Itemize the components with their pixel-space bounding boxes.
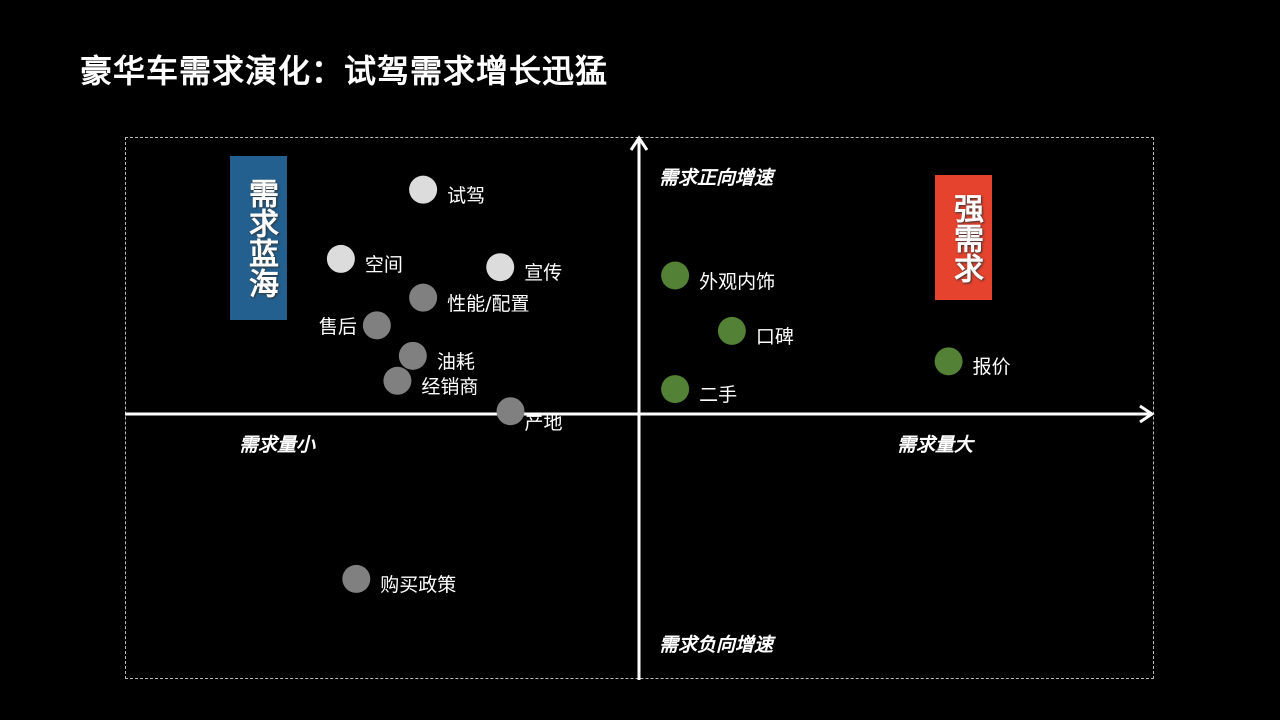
data-point-label: 试驾 bbox=[447, 184, 486, 207]
data-point bbox=[661, 261, 690, 290]
x-axis-label-right: 需求量大 bbox=[897, 434, 974, 456]
data-point-label: 性能/配置 bbox=[447, 292, 530, 315]
data-point-label: 油耗 bbox=[436, 350, 475, 373]
y-axis-label-top: 需求正向增速 bbox=[659, 167, 774, 189]
data-point-label: 产地 bbox=[524, 412, 563, 435]
data-point bbox=[486, 253, 515, 282]
data-point bbox=[934, 347, 963, 376]
data-point-label: 空间 bbox=[364, 253, 403, 276]
data-point bbox=[326, 244, 355, 273]
data-point bbox=[409, 283, 438, 312]
data-point bbox=[362, 311, 391, 340]
data-point bbox=[342, 564, 371, 593]
data-point bbox=[661, 375, 690, 404]
data-point-label: 宣传 bbox=[524, 262, 563, 285]
data-point-label: 口碑 bbox=[755, 325, 794, 348]
data-point-label: 报价 bbox=[972, 356, 1011, 379]
data-point bbox=[409, 175, 438, 204]
data-point bbox=[496, 397, 525, 426]
x-axis-arrow bbox=[1139, 404, 1155, 424]
slide-title: 豪华车需求演化：试驾需求增长迅猛 bbox=[80, 52, 609, 90]
quadrant-label-blue-ocean: 需求蓝海 bbox=[230, 156, 287, 320]
data-point-label: 经销商 bbox=[421, 375, 479, 398]
data-point bbox=[398, 341, 427, 370]
data-point-label: 售后 bbox=[318, 316, 357, 339]
data-point bbox=[717, 316, 746, 345]
data-point-label: 购买政策 bbox=[380, 573, 457, 596]
y-axis-arrow bbox=[629, 135, 649, 151]
data-point-label: 外观内饰 bbox=[699, 270, 776, 293]
y-axis-label-bottom: 需求负向增速 bbox=[659, 634, 774, 656]
quadrant-label-strong-demand: 强需求 bbox=[935, 175, 992, 300]
data-point-label: 二手 bbox=[699, 384, 738, 407]
x-axis-label-left: 需求量小 bbox=[239, 434, 316, 456]
data-point bbox=[383, 366, 412, 395]
